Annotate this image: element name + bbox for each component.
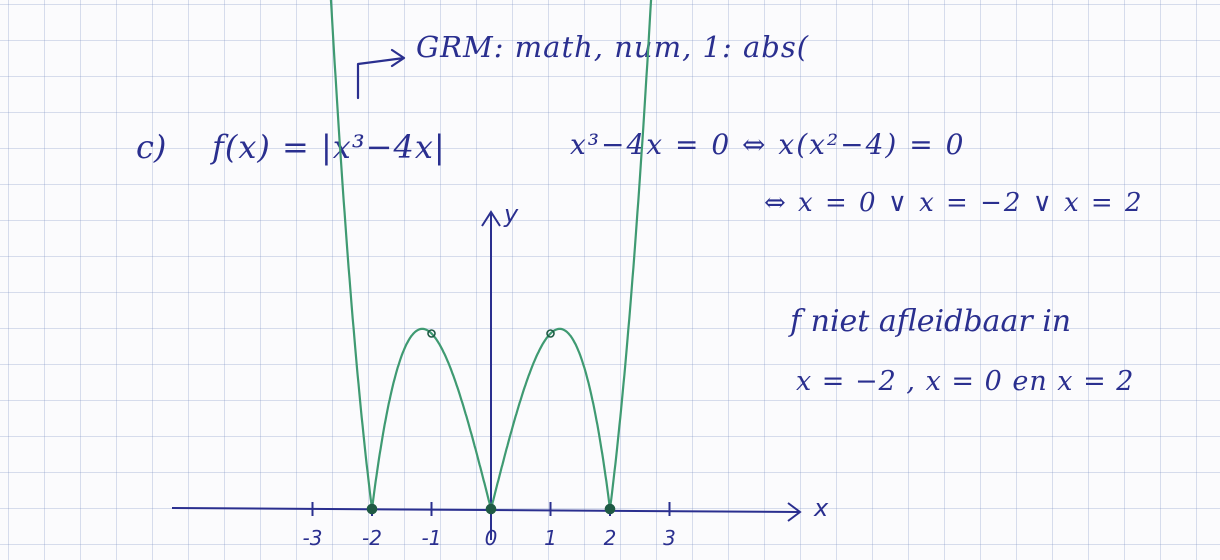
equation-line-2: ⇔ x = 0 ∨ x = −2 ∨ x = 2 bbox=[764, 188, 1144, 218]
function-definition: f(x) = |x³−4x| bbox=[212, 128, 446, 166]
grm-note: GRM: math, num, 1: abs( bbox=[416, 30, 810, 64]
zero-point bbox=[485, 503, 497, 515]
grm-arrow-icon bbox=[356, 48, 406, 100]
y-axis-label: y bbox=[503, 200, 519, 228]
zero-point bbox=[604, 503, 616, 515]
x-tick-label: -2 bbox=[362, 526, 382, 550]
x-tick-label: 1 bbox=[544, 526, 557, 550]
conclusion-line-1: f niet afleidbaar in bbox=[790, 304, 1072, 339]
x-tick-label: 2 bbox=[604, 526, 617, 550]
local-max-point bbox=[546, 329, 555, 338]
part-label: c) bbox=[136, 128, 167, 166]
conclusion-line-2: x = −2 , x = 0 en x = 2 bbox=[796, 366, 1135, 397]
local-max-point bbox=[427, 329, 436, 338]
x-tick-label: -3 bbox=[303, 526, 323, 550]
x-tick-label: 3 bbox=[663, 526, 676, 550]
x-axis-arrow-icon bbox=[787, 502, 802, 522]
marked-points bbox=[366, 329, 616, 515]
equation-line-1: x³−4x = 0 ⇔ x(x²−4) = 0 bbox=[570, 128, 966, 161]
y-axis: y bbox=[481, 200, 519, 540]
x-tick-label: -1 bbox=[422, 526, 442, 550]
y-axis-arrow-icon bbox=[481, 210, 501, 227]
zero-point bbox=[366, 503, 378, 515]
x-axis-label: x bbox=[813, 494, 829, 522]
x-tick-label: 0 bbox=[485, 526, 498, 550]
x-axis: x bbox=[171, 494, 829, 522]
